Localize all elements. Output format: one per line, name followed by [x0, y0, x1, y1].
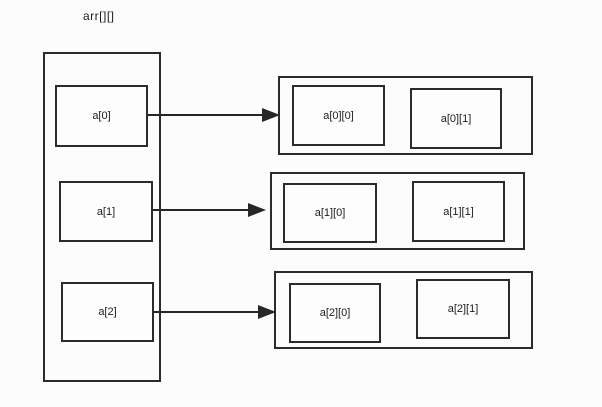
row2-cell-1-label: a[2][1]: [447, 303, 479, 315]
array-cell-a2: a[2]: [61, 282, 154, 342]
arrow-a1-head-icon: [248, 203, 266, 217]
array-cell-a2-label: a[2]: [98, 306, 117, 318]
row1-cell-0: a[1][0]: [283, 183, 377, 243]
arrow-a0-head-icon: [262, 108, 280, 122]
row0-outline: [278, 76, 533, 155]
row1-outline: [270, 172, 525, 250]
row1-cell-1-label: a[1][1]: [443, 205, 474, 218]
array-cell-a0-label: a[0]: [92, 110, 111, 122]
row0-cell-1: a[0][1]: [410, 88, 502, 149]
array-cell-a1-label: a[1]: [96, 205, 116, 218]
main-array-outline: [43, 52, 161, 382]
array-cell-a1: a[1]: [59, 181, 153, 242]
arrow-a2-line: [154, 311, 258, 313]
row2-outline: [274, 271, 533, 349]
row0-cell-0: a[0][0]: [292, 85, 385, 146]
row2-cell-0: a[2][0]: [289, 283, 381, 343]
arrow-a2-head-icon: [258, 305, 276, 319]
arrow-a1-line: [153, 209, 248, 211]
row2-cell-1: a[2][1]: [416, 279, 510, 339]
array-cell-a0: a[0]: [55, 85, 148, 147]
diagram-title: arr[][]: [83, 9, 115, 23]
row0-cell-1-label: a[0][1]: [440, 112, 472, 125]
arrow-a0-line: [148, 114, 262, 116]
row1-cell-1: a[1][1]: [412, 181, 505, 242]
row1-cell-0-label: a[1][0]: [314, 207, 346, 219]
row0-cell-0-label: a[0][0]: [323, 109, 354, 122]
row2-cell-0-label: a[2][0]: [319, 307, 351, 319]
